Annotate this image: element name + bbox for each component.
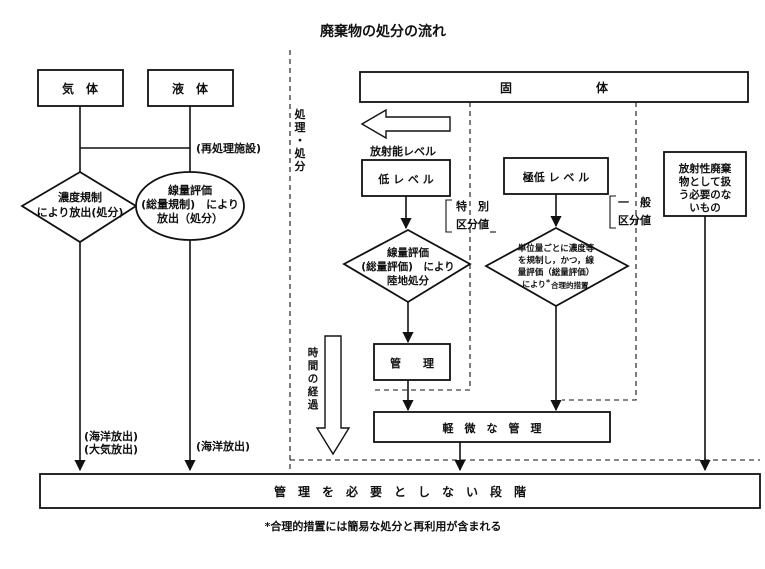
gas-label: 気 体 — [62, 81, 99, 96]
liquid-label: 液 体 — [172, 81, 209, 96]
verylow-dashed-path — [562, 102, 637, 401]
verylow-diamond-line4: により — [522, 280, 546, 289]
general-line2: 区分値 — [618, 213, 651, 227]
general-line1: 一 般 — [618, 195, 651, 209]
activity-level-label: 放射能レベル — [369, 144, 436, 158]
verylow-diamond-line2: を規制し，かつ，線 — [518, 255, 595, 266]
no-management-box — [39, 473, 761, 509]
low-diamond-line2: (総量評価) により — [361, 260, 454, 273]
exempt-line4: いもの — [689, 202, 721, 214]
managed-box — [373, 343, 451, 381]
very-low-box — [503, 157, 609, 195]
gas-diamond-line2: により放出(処分) — [37, 205, 124, 219]
very-low-label: 極低 レ ベ ル — [522, 170, 590, 184]
footnote: *合理的措置には簡易な処分と再利用が含まれる — [265, 519, 502, 533]
minor-management-box — [373, 411, 611, 443]
solid-label: 固 体 — [500, 80, 609, 95]
time-char: 時 — [308, 346, 319, 359]
divider-char: 理 — [295, 121, 306, 134]
low-level-box — [361, 159, 451, 197]
special-bracket — [445, 199, 452, 233]
very-low-diamond — [484, 226, 630, 308]
time-char: 経 — [308, 385, 319, 398]
minor-management-label: 軽 微 な 管 理 — [443, 421, 542, 435]
divider-vertical-label: 処 理 ・ 処 分 — [294, 107, 307, 173]
asterisk-mark: * — [546, 278, 551, 287]
gas-box — [37, 69, 124, 107]
low-dashed-path — [374, 102, 471, 391]
liquid-release-label: (海洋放出) — [196, 439, 250, 453]
time-char: の — [308, 373, 319, 385]
liquid-ellipse-line2: (総量規制) により — [141, 197, 239, 211]
verylow-diamond-line1: 単位量ごとに濃度等 — [518, 243, 595, 254]
exempt-line3: う必要のな — [679, 188, 732, 201]
low-level-label: 低 レ ベ ル — [377, 172, 434, 186]
low-diamond-line1: 線量評価 — [387, 246, 429, 259]
exempt-line1: 放射性廃棄 — [678, 162, 732, 175]
diagram-title: 廃棄物の処分の流れ — [320, 23, 446, 40]
special-line2: 区分値 — [456, 217, 489, 231]
special-line1: 特 別 — [456, 199, 489, 213]
activity-level-arrow — [360, 108, 451, 140]
time-arrow — [315, 335, 351, 456]
time-vertical-label: 時 間 の 経 過 — [307, 346, 319, 411]
gas-release-line1: (海洋放出) — [84, 429, 138, 443]
no-management-label: 管 理 を 必 要 と し な い 段 階 — [274, 484, 526, 499]
gas-diamond-line1: 濃度規制 — [58, 190, 102, 204]
verylow-diamond-line4-suffix: 合理的措置 — [551, 280, 589, 290]
liquid-ellipse-line3: 放出（処分） — [156, 211, 223, 225]
time-char: 間 — [308, 360, 319, 372]
divider-char: 処 — [294, 107, 307, 121]
solid-box — [359, 71, 749, 103]
gas-release-line2: (大気放出) — [84, 442, 138, 456]
verylow-diamond-line3: 量評価（総量評価） — [518, 267, 595, 278]
low-diamond-line3: 陸地処分 — [387, 274, 429, 287]
liquid-ellipse-line1: 線量評価 — [168, 183, 212, 197]
exempt-line2: 物として扱 — [679, 175, 732, 188]
divider-char: 処 — [294, 146, 307, 160]
managed-label: 管 理 — [390, 356, 434, 370]
divider-char: 分 — [295, 159, 306, 173]
divider-char: ・ — [295, 134, 306, 147]
time-char: 過 — [307, 398, 319, 411]
reprocessing-label: (再処理施設) — [196, 141, 261, 155]
general-bracket — [609, 195, 616, 229]
